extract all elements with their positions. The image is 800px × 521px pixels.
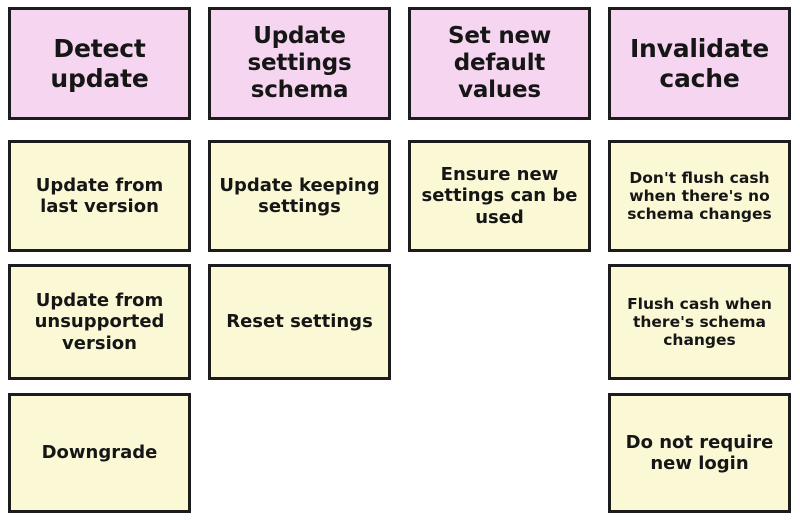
- card-label: Do not require new login: [625, 431, 774, 474]
- card-label: Update from unsupported version: [34, 290, 165, 354]
- card-label: Downgrade: [41, 442, 158, 464]
- card-label: Ensure new settings can be used: [421, 164, 578, 228]
- column-set-new-default-values: Set new default values Ensure new settin…: [408, 0, 591, 521]
- card-label: Set new default values: [448, 22, 551, 104]
- card-header-update-settings-schema[interactable]: Update settings schema: [208, 7, 391, 120]
- column-invalidate-cache: Invalidate cache Don't flush cash when t…: [608, 0, 791, 521]
- card-item-ensure-new-settings-can-be-used[interactable]: Ensure new settings can be used: [408, 140, 591, 252]
- card-label: Update keeping settings: [219, 174, 380, 217]
- card-item-do-not-require-new-login[interactable]: Do not require new login: [608, 393, 791, 513]
- card-label: Update settings schema: [247, 22, 352, 104]
- column-update-settings-schema: Update settings schema Update keeping se…: [208, 0, 391, 521]
- card-label: Invalidate cache: [629, 34, 770, 93]
- card-item-flush-cash-schema-changes[interactable]: Flush cash when there's schema changes: [608, 264, 791, 380]
- card-item-update-from-last-version[interactable]: Update from last version: [8, 140, 191, 252]
- card-label: Update from last version: [35, 174, 164, 217]
- card-label: Reset settings: [226, 311, 373, 333]
- card-header-set-new-default-values[interactable]: Set new default values: [408, 7, 591, 120]
- card-item-update-from-unsupported-version[interactable]: Update from unsupported version: [8, 264, 191, 380]
- card-label: Flush cash when there's schema changes: [627, 294, 772, 350]
- card-header-invalidate-cache[interactable]: Invalidate cache: [608, 7, 791, 120]
- column-detect-update: Detect update Update from last version U…: [8, 0, 191, 521]
- card-item-reset-settings[interactable]: Reset settings: [208, 264, 391, 380]
- card-item-update-keeping-settings[interactable]: Update keeping settings: [208, 140, 391, 252]
- card-label: Detect update: [50, 34, 149, 93]
- card-item-dont-flush-cash-no-schema-changes[interactable]: Don't flush cash when there's no schema …: [608, 140, 791, 252]
- card-label: Don't flush cash when there's no schema …: [627, 168, 772, 224]
- card-item-downgrade[interactable]: Downgrade: [8, 393, 191, 513]
- card-header-detect-update[interactable]: Detect update: [8, 7, 191, 120]
